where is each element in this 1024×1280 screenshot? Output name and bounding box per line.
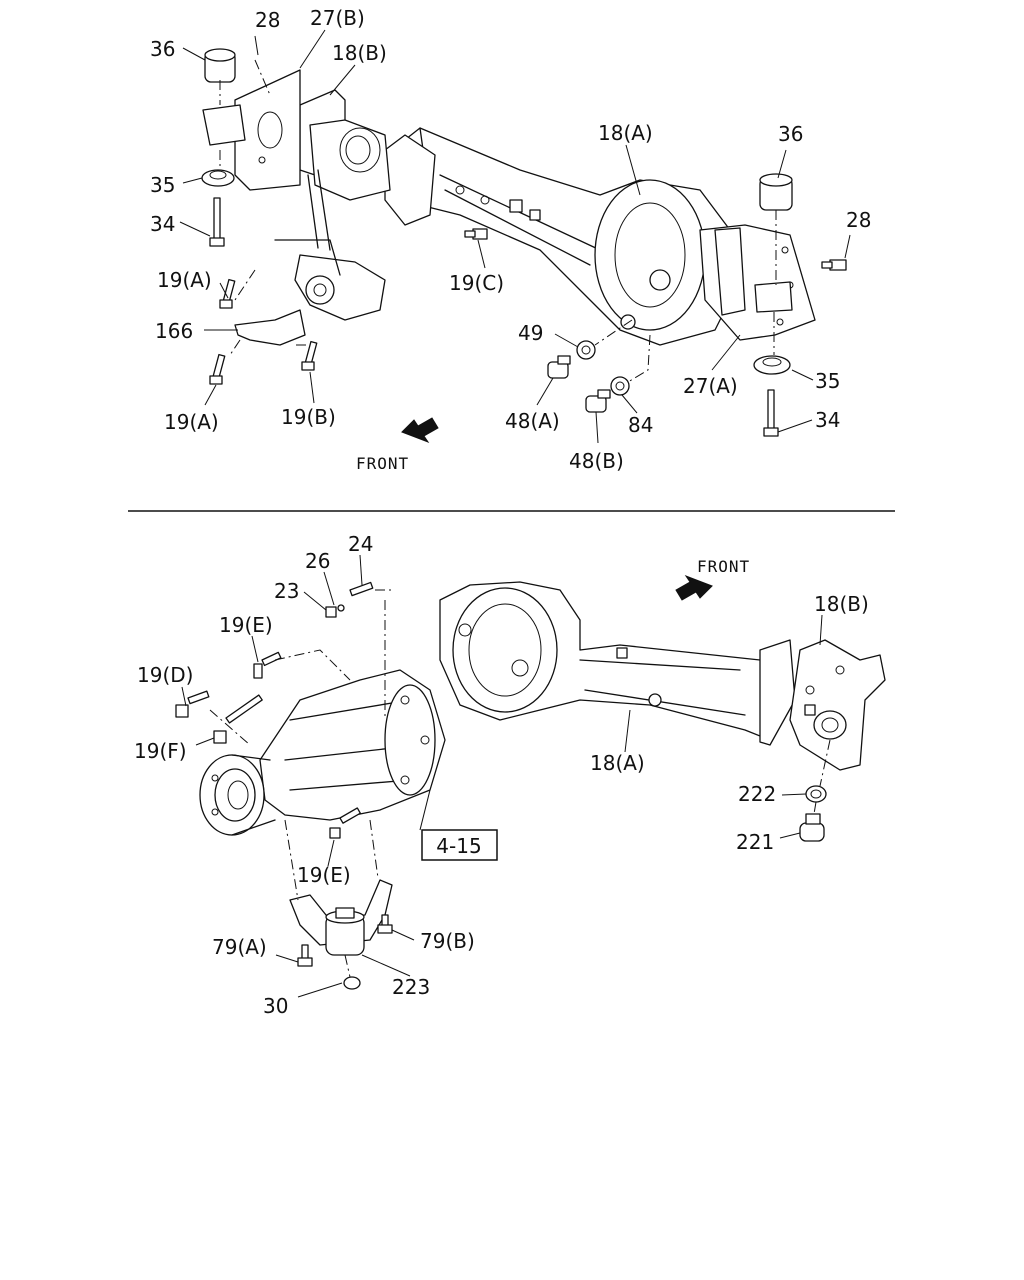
mount-bracket-223: [289, 879, 393, 990]
differential-carrier: [199, 669, 446, 836]
bolts-19-upper: [209, 228, 488, 385]
front-label-upper: FRONT: [356, 454, 409, 473]
callout-19d: 19(D): [137, 663, 193, 687]
callout-36-left: 36: [150, 37, 175, 61]
callout-26: 26: [305, 549, 330, 573]
callout-166: 166: [155, 319, 193, 343]
callout-19f: 19(F): [134, 739, 187, 763]
callout-28-left: 28: [255, 8, 280, 32]
callout-27b: 27(B): [310, 6, 365, 30]
callout-223: 223: [392, 975, 430, 999]
callout-23: 23: [274, 579, 299, 603]
axle-housing-upper: [384, 127, 736, 346]
front-arrow-icon: [675, 574, 713, 601]
callout-19e-top: 19(E): [219, 613, 273, 637]
leaders-lower: [181, 554, 823, 998]
callout-48b: 48(B): [569, 449, 624, 473]
upper-view: 28 27(B) 18(B) 36 18(A) 36 35 34 28 19(A…: [150, 6, 871, 473]
callout-24: 24: [348, 532, 373, 556]
diff-carrier-upper: [274, 169, 386, 321]
callout-18b-upper: 18(B): [332, 41, 387, 65]
callout-36-right: 36: [778, 122, 803, 146]
callout-27a: 27(A): [683, 374, 738, 398]
front-label-lower: FRONT: [697, 557, 750, 576]
callout-35-right: 35: [815, 369, 840, 393]
callout-84: 84: [628, 413, 653, 437]
lower-view: 24 26 23 19(E) 18(B) 19(D) 19(F) 18(A) 2…: [134, 532, 886, 1018]
leaders-upper: [179, 29, 851, 444]
callout-18a-upper: 18(A): [598, 121, 653, 145]
bracket-166: [234, 309, 306, 346]
callout-19a-top: 19(A): [157, 268, 212, 292]
callout-34-left: 34: [150, 212, 175, 236]
callout-34-right: 34: [815, 408, 840, 432]
axle-housing-lower: [439, 581, 796, 746]
callout-79b: 79(B): [420, 929, 475, 953]
callout-28-right: 28: [846, 208, 871, 232]
callout-48a: 48(A): [505, 409, 560, 433]
reference-box: 4-15: [421, 829, 498, 861]
callout-19e-bottom: 19(E): [297, 863, 351, 887]
bracket-18b-lower: [789, 639, 886, 771]
mount-right-upper: [753, 173, 847, 437]
callout-18a-lower: 18(A): [590, 751, 645, 775]
callout-19b: 19(B): [281, 405, 336, 429]
front-arrow-icon: [401, 417, 439, 444]
callout-222: 222: [738, 782, 776, 806]
callout-30: 30: [263, 994, 288, 1018]
reference-box-label: 4-15: [436, 834, 481, 858]
bracket-27a: [699, 224, 816, 341]
callout-79a: 79(A): [212, 935, 267, 959]
callout-18b-lower: 18(B): [814, 592, 869, 616]
callout-49: 49: [518, 321, 543, 345]
callout-35-left: 35: [150, 173, 175, 197]
callout-19a-bottom: 19(A): [164, 410, 219, 434]
callout-221: 221: [736, 830, 774, 854]
bracket-18b-upper: [299, 89, 391, 201]
plug-222-221: [799, 785, 827, 842]
bracket-27b: [234, 69, 301, 191]
callout-19c: 19(C): [449, 271, 504, 295]
bolts-lower: [175, 581, 374, 839]
